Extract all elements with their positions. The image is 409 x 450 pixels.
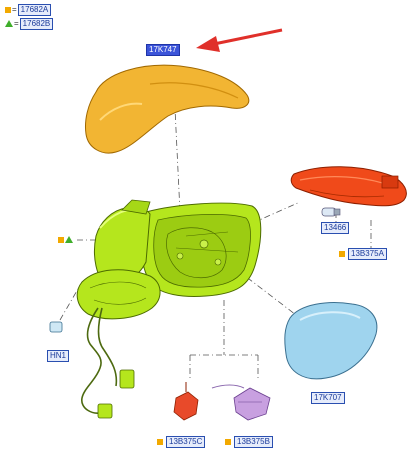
legend-item-square: =17682A: [5, 4, 52, 16]
legend-code-17682a[interactable]: 17682A: [17, 4, 52, 16]
part-tag-cover[interactable]: 17K747: [146, 44, 180, 56]
legend-item-triangle: =17682B: [5, 18, 54, 30]
mirror-glass: [284, 302, 378, 380]
connector-b-marker: [225, 438, 232, 446]
legend-eq: =: [12, 5, 17, 14]
triangle-marker-icon: [5, 20, 13, 28]
part-tag-turn-signal[interactable]: 13B375A: [348, 248, 387, 260]
part-tag-harness[interactable]: HN1: [47, 350, 70, 362]
connector-13b375c: [173, 382, 199, 421]
turn-signal-marker: [339, 250, 346, 258]
mirror-housing: [76, 199, 262, 320]
red-arrow: [196, 28, 283, 52]
part-tag-connector-c[interactable]: 13B375C: [166, 436, 206, 448]
square-marker-icon: [157, 438, 163, 445]
square-marker-icon: [58, 236, 64, 243]
part-tag-glass[interactable]: 17K707: [311, 392, 345, 404]
housing-markers: [58, 236, 74, 244]
connector-c-marker: [157, 438, 164, 446]
part-tag-bulb[interactable]: 13466: [321, 222, 350, 234]
connector-13b375b: [211, 384, 271, 421]
triangle-marker-icon: [65, 236, 73, 244]
legend-code-17682b[interactable]: 17682B: [19, 18, 54, 30]
part-tag-connector-b[interactable]: 13B375B: [234, 436, 273, 448]
mirror-cover: [85, 64, 250, 154]
harness-connectors: [49, 321, 135, 419]
square-marker-icon: [339, 250, 345, 257]
square-marker-icon: [5, 6, 11, 13]
legend-eq: =: [14, 19, 19, 28]
bulb: [321, 207, 341, 217]
wiring-harness: [81, 307, 118, 414]
square-marker-icon: [225, 438, 231, 445]
turn-signal-assembly: [290, 166, 407, 207]
